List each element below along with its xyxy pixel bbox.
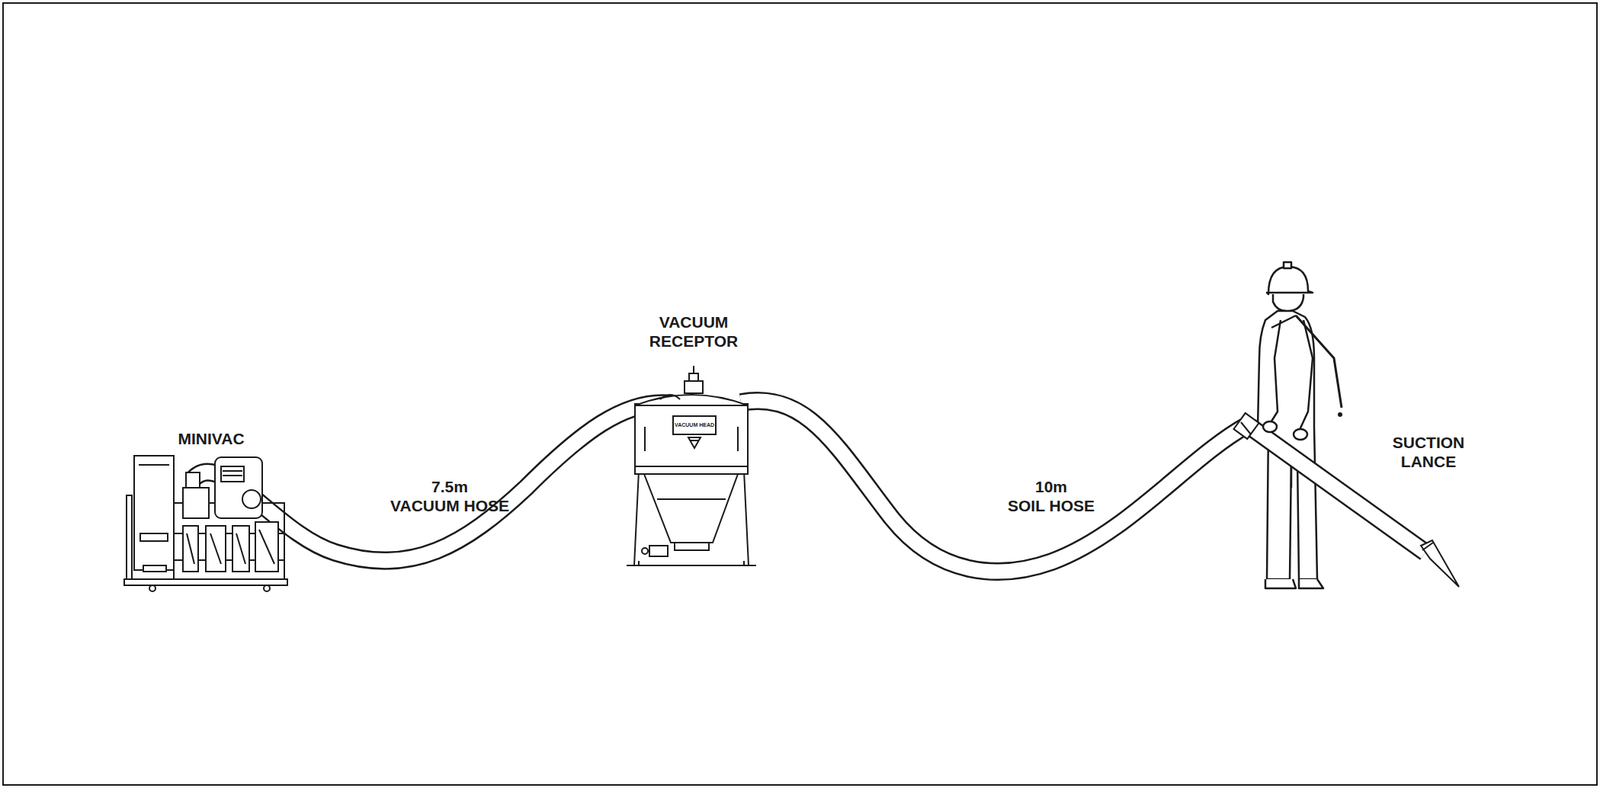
frame	[3, 3, 1597, 786]
minivac-machine	[124, 455, 288, 592]
receptor-label: VACUUM RECEPTOR	[649, 312, 738, 351]
vacuum-receptor	[626, 365, 757, 566]
soil-hose	[740, 400, 1248, 572]
lance-label: SUCTION LANCE	[1392, 432, 1466, 472]
hose-label: 7.5m VACUUM HOSE	[390, 477, 510, 516]
operator-hands	[1263, 421, 1308, 440]
hose-label: 10m SOIL HOSE	[1007, 477, 1095, 516]
operator-figure	[1257, 262, 1342, 589]
plate-label: VACUUM HEAD	[674, 422, 715, 428]
machine-label: MINIVAC	[177, 429, 244, 449]
